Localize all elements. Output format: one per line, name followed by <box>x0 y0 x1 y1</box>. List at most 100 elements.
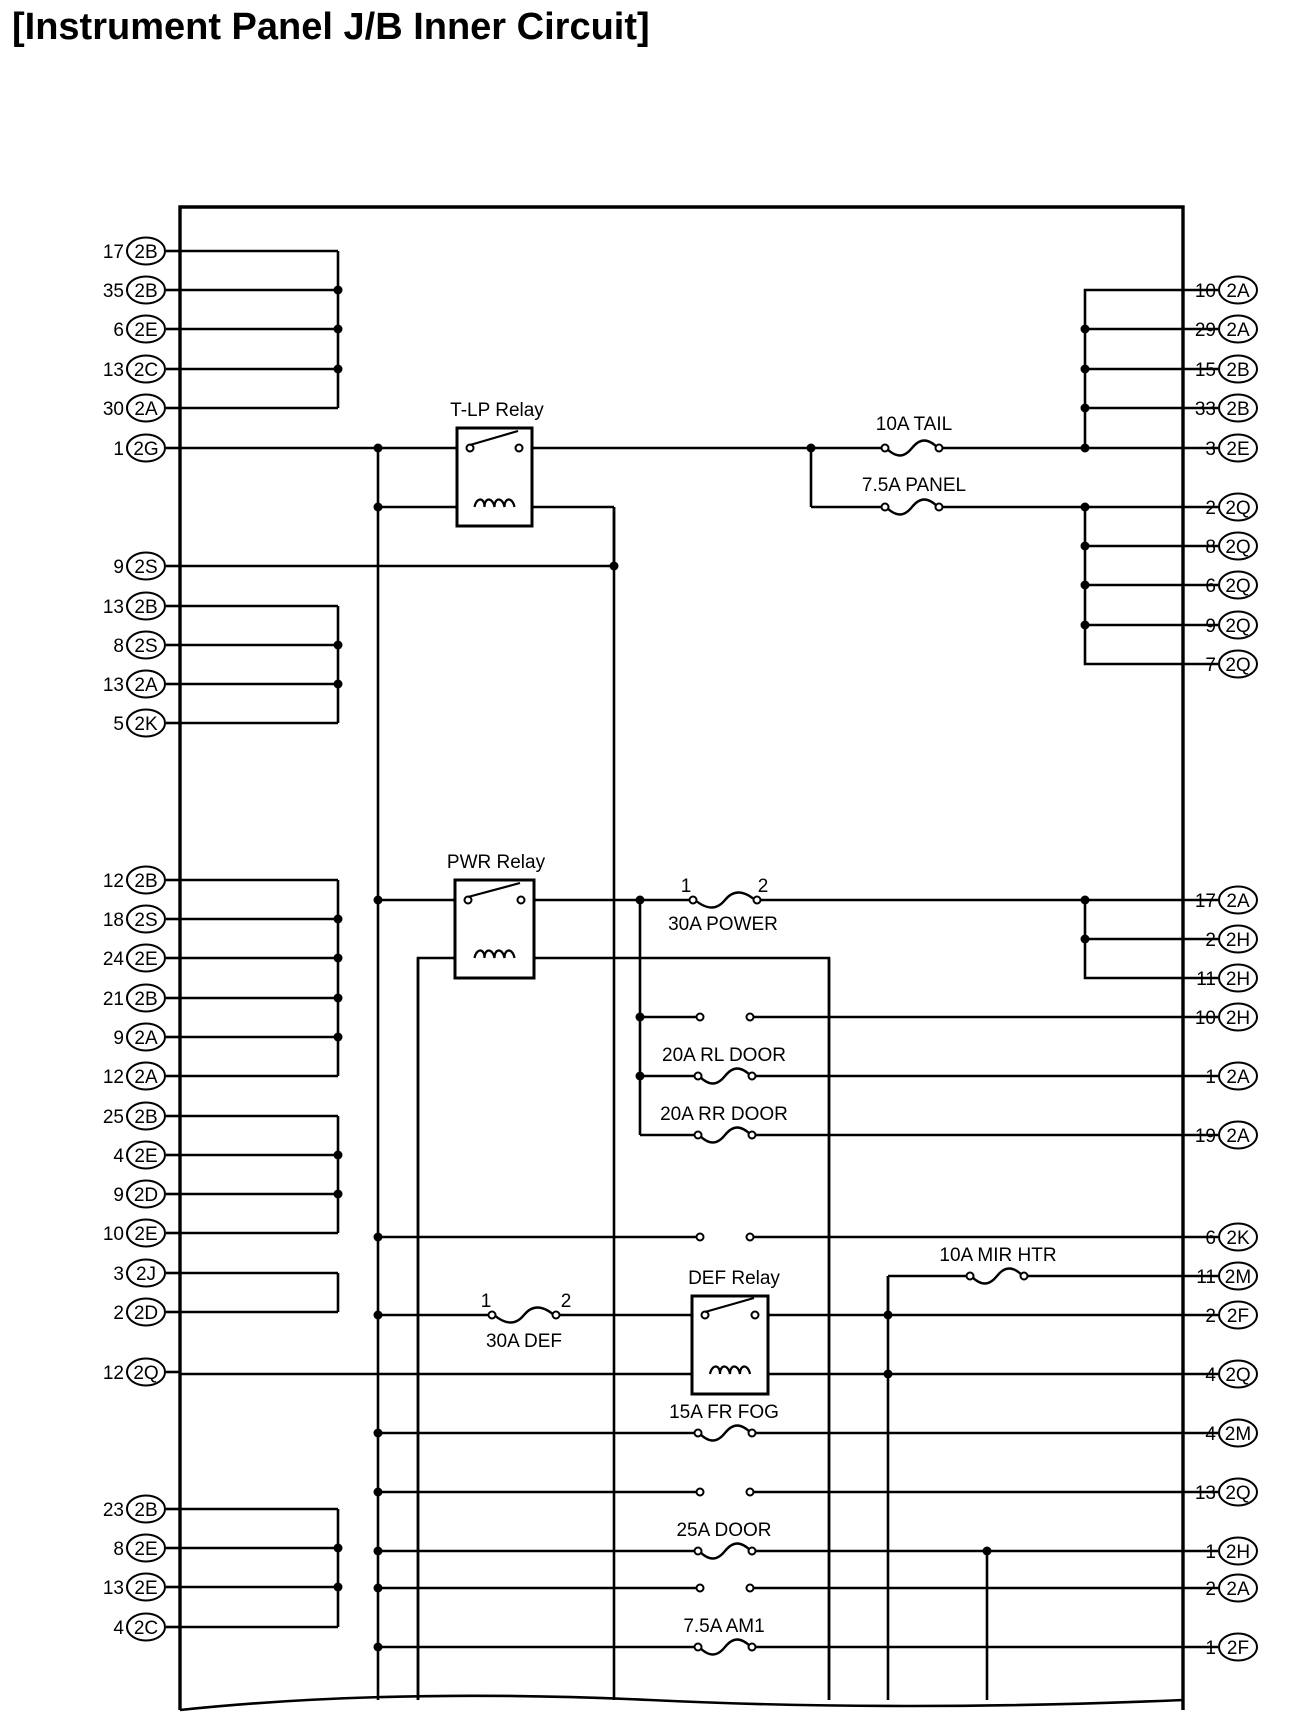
connector-oval <box>1218 354 1258 384</box>
connector-id: 2B <box>134 281 157 302</box>
connector-id: 2B <box>134 242 157 263</box>
connector-id: 2A <box>1226 1579 1250 1600</box>
junction-dot <box>333 1150 343 1160</box>
connector-id: 2A <box>134 675 158 696</box>
junction-dot <box>333 285 343 295</box>
pin-number: 8 <box>1205 537 1216 558</box>
fuse-door-label: 25A DOOR <box>676 1520 771 1541</box>
fuse-20a-rr-door <box>693 1126 757 1144</box>
junction-dot <box>806 443 816 453</box>
pin-number: 15 <box>1195 360 1216 381</box>
gap <box>697 1231 753 1243</box>
connector-oval <box>126 314 166 344</box>
fusible-link-element <box>493 1306 555 1324</box>
junction-dot <box>333 679 343 689</box>
connector-oval <box>1218 1120 1258 1150</box>
connector-oval <box>1218 1061 1258 1091</box>
pin-number: 21 <box>103 989 124 1010</box>
fusible-30a-power <box>688 891 762 909</box>
connector-oval <box>126 591 166 621</box>
tlp-relay-label: T-LP Relay <box>450 400 544 421</box>
fuse-terminal <box>693 1642 703 1652</box>
fuse-terminal <box>693 1546 703 1556</box>
connector-id: 2C <box>134 360 158 381</box>
connector-id: 2A <box>1226 1067 1250 1088</box>
pin-number: 1 <box>1205 1638 1216 1659</box>
pin-number: 4 <box>1205 1424 1216 1445</box>
junction-dot <box>609 561 619 571</box>
connector-oval <box>126 1218 166 1248</box>
pin-number: 5 <box>113 714 124 735</box>
left-connector-13-2A: 2A 13 <box>103 669 166 699</box>
fuse-rl-door-label: 20A RL DOOR <box>662 1045 786 1066</box>
connector-id: 2E <box>134 1539 157 1560</box>
connector-id: 2K <box>134 714 158 735</box>
connector-oval <box>126 354 166 384</box>
open-gap-2q-13 <box>695 1486 755 1498</box>
junction-dot <box>373 1310 383 1320</box>
connector-id: 2Q <box>1225 576 1250 597</box>
pin-number: 12 <box>103 1363 124 1384</box>
pin-number: 2 <box>1205 930 1216 951</box>
connector-oval <box>126 551 166 581</box>
pin-number: 33 <box>1195 399 1216 420</box>
connector-oval <box>126 1612 166 1642</box>
connector-id: 2E <box>134 949 157 970</box>
connector-oval <box>1218 610 1258 640</box>
fuse-terminal <box>747 1071 757 1081</box>
junction-dot <box>373 1428 383 1438</box>
fuse-15a-fr-fog <box>693 1424 757 1442</box>
relay-switch-arm <box>467 881 521 899</box>
pin-number: 6 <box>1205 1228 1216 1249</box>
pin-number: 3 <box>113 1264 124 1285</box>
connector-oval <box>1218 963 1258 993</box>
relay-box <box>690 1294 770 1396</box>
fuse-terminal <box>487 1310 497 1320</box>
pin-number: 9 <box>113 557 124 578</box>
connector-id: 2G <box>133 439 158 460</box>
connector-oval <box>1218 570 1258 600</box>
def-relay <box>690 1294 770 1396</box>
fuse-panel-label: 7.5A PANEL <box>862 475 966 496</box>
fusible-link-element <box>694 891 756 909</box>
connector-oval <box>1218 885 1258 915</box>
pin-number: 8 <box>113 1539 124 1560</box>
pin-number: 12 <box>103 1067 124 1088</box>
pin-number: 10 <box>1195 281 1216 302</box>
pin-number: 18 <box>103 910 124 931</box>
connector-oval <box>1218 1002 1258 1032</box>
connector-oval <box>126 1061 166 1091</box>
connector-oval <box>126 393 166 423</box>
pin-number: 29 <box>1195 320 1216 341</box>
fuse-7-5a-am1 <box>693 1638 757 1656</box>
connector-oval <box>1218 314 1258 344</box>
fuse-element <box>698 1542 752 1560</box>
fuse-terminal <box>693 1071 703 1081</box>
connector-id: 2E <box>134 1578 157 1599</box>
fuse-element <box>698 1638 752 1656</box>
junction-dot <box>333 914 343 924</box>
gap <box>697 1486 753 1498</box>
right-connector-2-2A: 2A 2 <box>1205 1573 1258 1603</box>
connector-id: 2A <box>134 399 158 420</box>
relay-switch-arm <box>469 429 519 447</box>
connector-id: 2K <box>1226 1228 1250 1249</box>
junction-dot <box>373 1546 383 1556</box>
junction-dot <box>1080 364 1090 374</box>
pin-number: 2 <box>1205 1579 1216 1600</box>
pin-number: 10 <box>1195 1008 1216 1029</box>
pin-number: 13 <box>103 675 124 696</box>
pin-number: 11 <box>1196 1267 1216 1288</box>
pin-number: 13 <box>103 597 124 618</box>
connector-id: 2B <box>1226 360 1249 381</box>
relay-switch-arm <box>704 1296 755 1314</box>
connector-id: 2A <box>1226 891 1250 912</box>
fuse-terminal <box>693 1130 703 1140</box>
connector-id: 2D <box>134 1303 158 1324</box>
